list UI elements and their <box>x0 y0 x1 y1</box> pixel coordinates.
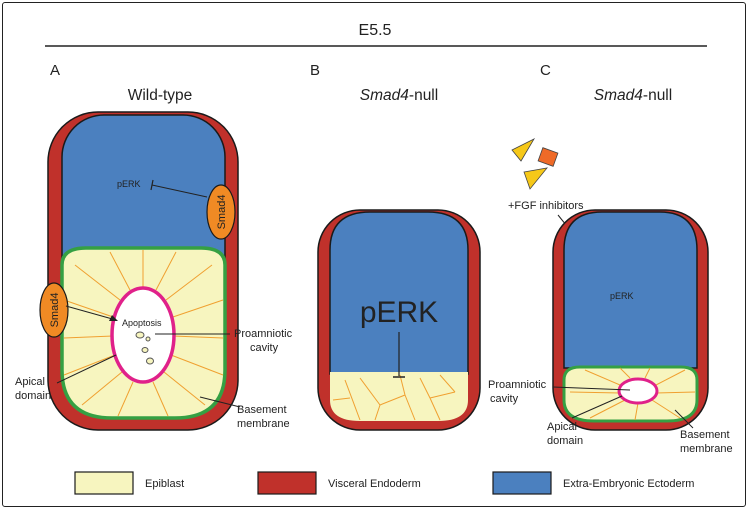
panel-a-embryo: pERK Smad4 Smad4 Apoptosis Proamniotic c… <box>15 111 293 431</box>
panel-b-letter: B <box>310 62 320 79</box>
legend-label-epiblast: Epiblast <box>145 478 184 490</box>
legend-swatch-extra-embryonic-ectoderm <box>492 471 552 495</box>
panel-c-embryo: +FGF inhibitors pERK Proamniotic cavity … <box>488 138 733 455</box>
panel-c-cavity-pointer <box>552 386 631 391</box>
panel-c-cavity-label-2: cavity <box>490 393 519 405</box>
panel-c-apical-pointer <box>571 395 623 419</box>
panel-a-cavity-label-1: Proamniotic <box>234 328 293 340</box>
panel-a-apoptotic-bodies <box>135 331 154 365</box>
panel-c-basement-label-1: Basement <box>680 429 730 441</box>
panel-a-perk-label: pERK <box>117 179 141 189</box>
panel-c-letter: C <box>540 62 551 79</box>
panel-b-extra-embryonic-ectoderm <box>329 211 469 375</box>
panel-c-extra-embryonic-ectoderm <box>563 211 698 369</box>
panel-b-cell-boundaries <box>332 374 456 421</box>
panel-c-apical-label-1: Apical <box>547 421 577 433</box>
panel-c-basement-pointer <box>674 409 694 429</box>
panel-a-apical-pointer <box>56 354 117 384</box>
panel-a-perk-inhibition-bar <box>150 179 154 191</box>
panel-a-perk-inhibition-line <box>151 184 208 198</box>
panel-a-letter: A <box>50 62 60 79</box>
panel-c-cavity-label-1: Proamniotic <box>488 379 547 391</box>
legend-swatch-visceral-endoderm <box>257 471 317 495</box>
panel-c-fgf-inhibitors-label: +FGF inhibitors <box>508 200 584 212</box>
panel-c-perk-label: pERK <box>610 291 634 301</box>
panel-a-smad4-top-label: Smad4 <box>216 195 228 230</box>
panel-b-perk-label: pERK <box>360 296 438 329</box>
panel-a-basement-label-2: membrane <box>237 418 290 430</box>
panel-c-cell-boundaries <box>569 367 696 421</box>
panel-a-smad4-left-label: Smad4 <box>49 293 61 328</box>
panel-a-apical-label-1: Apical <box>15 376 45 388</box>
panel-a-smad4-left <box>39 282 69 338</box>
legend-label-visceral-endoderm: Visceral Endoderm <box>328 478 421 490</box>
panel-c-fgf-inhibitor-triangle-2 <box>523 167 548 190</box>
panel-a-smad4-top <box>206 184 236 240</box>
panel-a-cavity-label-2: cavity <box>250 342 279 354</box>
panel-c-title-suffix: -null <box>643 87 672 104</box>
legend-label-extra-embryonic-ectoderm: Extra-Embryonic Ectoderm <box>563 478 694 490</box>
stage-label: E5.5 <box>359 22 392 39</box>
panel-a-apoptosis-label: Apoptosis <box>122 318 162 328</box>
panel-a-apical-label-2: domain <box>15 390 51 402</box>
panel-c-apical-label-2: domain <box>547 435 583 447</box>
panel-a-smad4-arrow <box>65 305 117 321</box>
legend: Epiblast Visceral Endoderm Extra-Embryon… <box>74 471 694 495</box>
panel-c-proamniotic-cavity <box>617 377 659 405</box>
panel-a-cell-boundaries <box>63 250 224 417</box>
panel-a-basement-label-1: Basement <box>237 404 287 416</box>
legend-swatch-epiblast <box>74 471 134 495</box>
panel-a-basement-pointer <box>199 396 241 408</box>
panel-c-basement-label-2: membrane <box>680 443 733 455</box>
panel-a-title: Wild-type <box>128 87 193 104</box>
panel-a-smad4-arrowhead <box>109 315 118 321</box>
panel-c-title: Smad4-null <box>594 87 672 104</box>
panel-c-fgf-inhibitor-square <box>537 147 559 167</box>
panel-c-title-gene: Smad4 <box>594 87 643 104</box>
panel-c-fgf-inhibitor-triangle-1 <box>511 138 536 162</box>
panel-b-embryo: pERK <box>317 209 481 431</box>
panel-b-title-gene: Smad4 <box>360 87 409 104</box>
panel-b-title: Smad4-null <box>360 87 438 104</box>
panel-b-title-suffix: -null <box>409 87 438 104</box>
